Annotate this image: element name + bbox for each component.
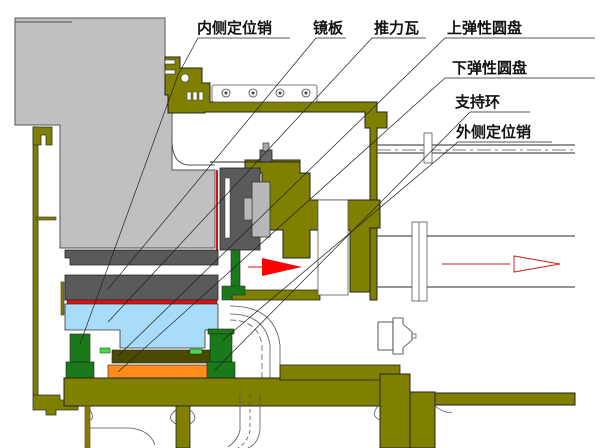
label-mirror-plate: 镜板 [313, 19, 344, 37]
rotor-plates [64, 249, 219, 301]
green-pin [221, 249, 246, 301]
dark-block [216, 167, 271, 251]
flow-arrow-outline [442, 255, 561, 273]
label-thrust-pad: 推力瓦 [374, 19, 419, 37]
contact-pad-right [189, 348, 203, 355]
label-inner-locating-pin: 内侧定位销 [197, 19, 272, 37]
label-upper-elastic-disc: 上弹性圆盘 [447, 19, 522, 37]
flow-arrow [248, 258, 302, 276]
curved-duct [229, 305, 281, 378]
label-support-ring: 支持环 [454, 93, 500, 111]
mirror-plate-shape [64, 303, 219, 349]
contact-pad-left [99, 347, 111, 354]
valve-fitting [377, 317, 417, 355]
outer-support [206, 328, 236, 380]
label-lower-elastic-disc: 下弹性圆盘 [452, 59, 527, 77]
label-outer-locating-pin: 外侧定位销 [455, 123, 531, 141]
leader-lines [79, 37, 595, 373]
labels: 内侧定位销 镜板 推力瓦 上弹性圆盘 下弹性圆盘 支持环 外侧定位销 [197, 19, 531, 141]
upper-pipe [377, 132, 575, 164]
inner-support [65, 333, 95, 380]
base-curves [89, 395, 453, 448]
bolt-strip [211, 84, 318, 103]
main-pipe [377, 221, 575, 302]
base-frame [63, 364, 576, 448]
upper-bracket [164, 56, 388, 301]
